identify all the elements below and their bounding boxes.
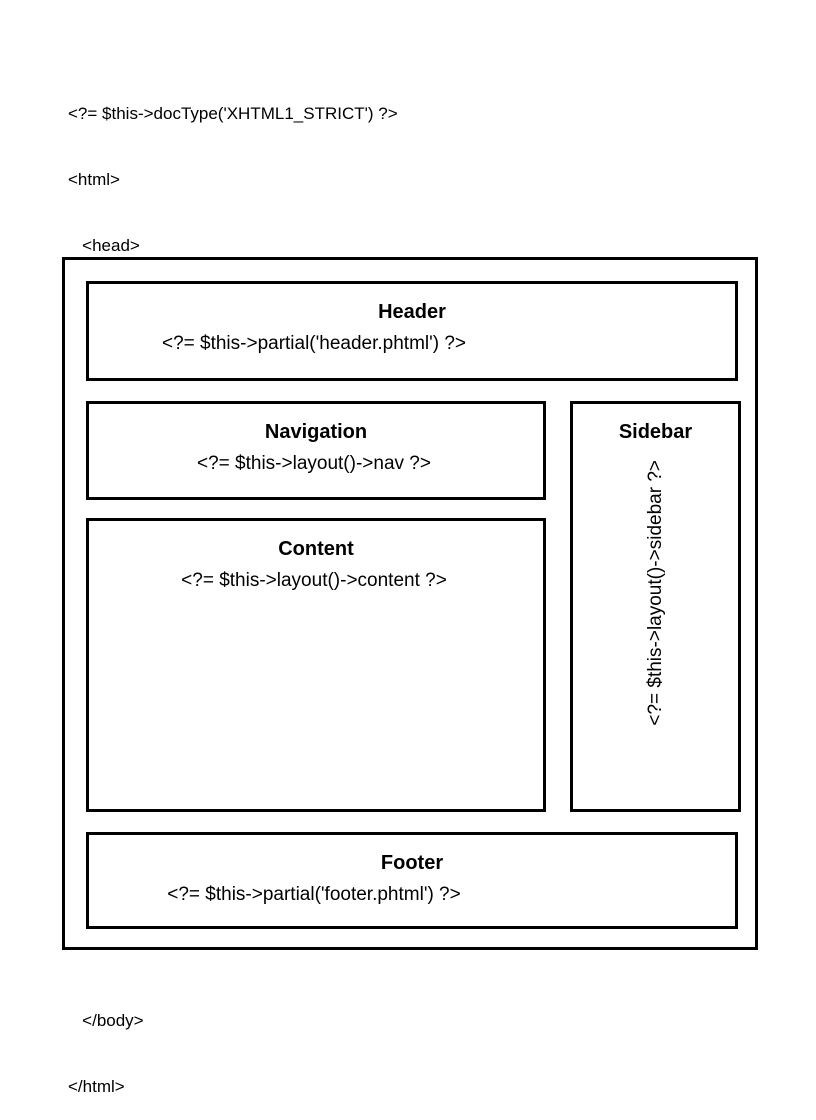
code-line: <head> bbox=[68, 236, 140, 255]
region-sidebar-code: <?= $this->layout()->sidebar ?> bbox=[644, 460, 666, 726]
region-header-title: Header bbox=[378, 301, 446, 323]
region-navigation: Navigation <?= $this->layout()->nav ?> bbox=[86, 401, 546, 500]
code-line: </html> bbox=[68, 1077, 125, 1096]
code-listing-bottom: </body> </html> bbox=[68, 966, 144, 1120]
code-line: <html> bbox=[68, 170, 120, 189]
region-footer-title: Footer bbox=[380, 852, 444, 874]
region-footer-code: <?= $this->partial('footer.phtml') ?> bbox=[167, 884, 461, 905]
region-header-code: <?= $this->partial('header.phtml') ?> bbox=[161, 333, 467, 354]
code-line: <?= $this->docType('XHTML1_STRICT') ?> bbox=[68, 104, 398, 123]
code-line: </body> bbox=[68, 1011, 144, 1030]
region-navigation-code: <?= $this->layout()->nav ?> bbox=[197, 453, 431, 474]
region-navigation-title: Navigation bbox=[264, 421, 368, 443]
region-content: Content <?= $this->layout()->content ?> bbox=[86, 518, 546, 812]
region-footer: Footer <?= $this->partial('footer.phtml'… bbox=[86, 832, 738, 929]
region-content-title: Content bbox=[278, 538, 354, 560]
region-sidebar-title: Sidebar bbox=[618, 421, 693, 443]
region-sidebar-code-wrap: <?= $this->layout()->sidebar ?> bbox=[573, 460, 738, 803]
layout-diagram-body-box: Header <?= $this->partial('header.phtml'… bbox=[62, 257, 758, 950]
region-content-code: <?= $this->layout()->content ?> bbox=[181, 570, 447, 591]
region-sidebar: Sidebar <?= $this->layout()->sidebar ?> bbox=[570, 401, 741, 812]
region-header: Header <?= $this->partial('header.phtml'… bbox=[86, 281, 738, 381]
